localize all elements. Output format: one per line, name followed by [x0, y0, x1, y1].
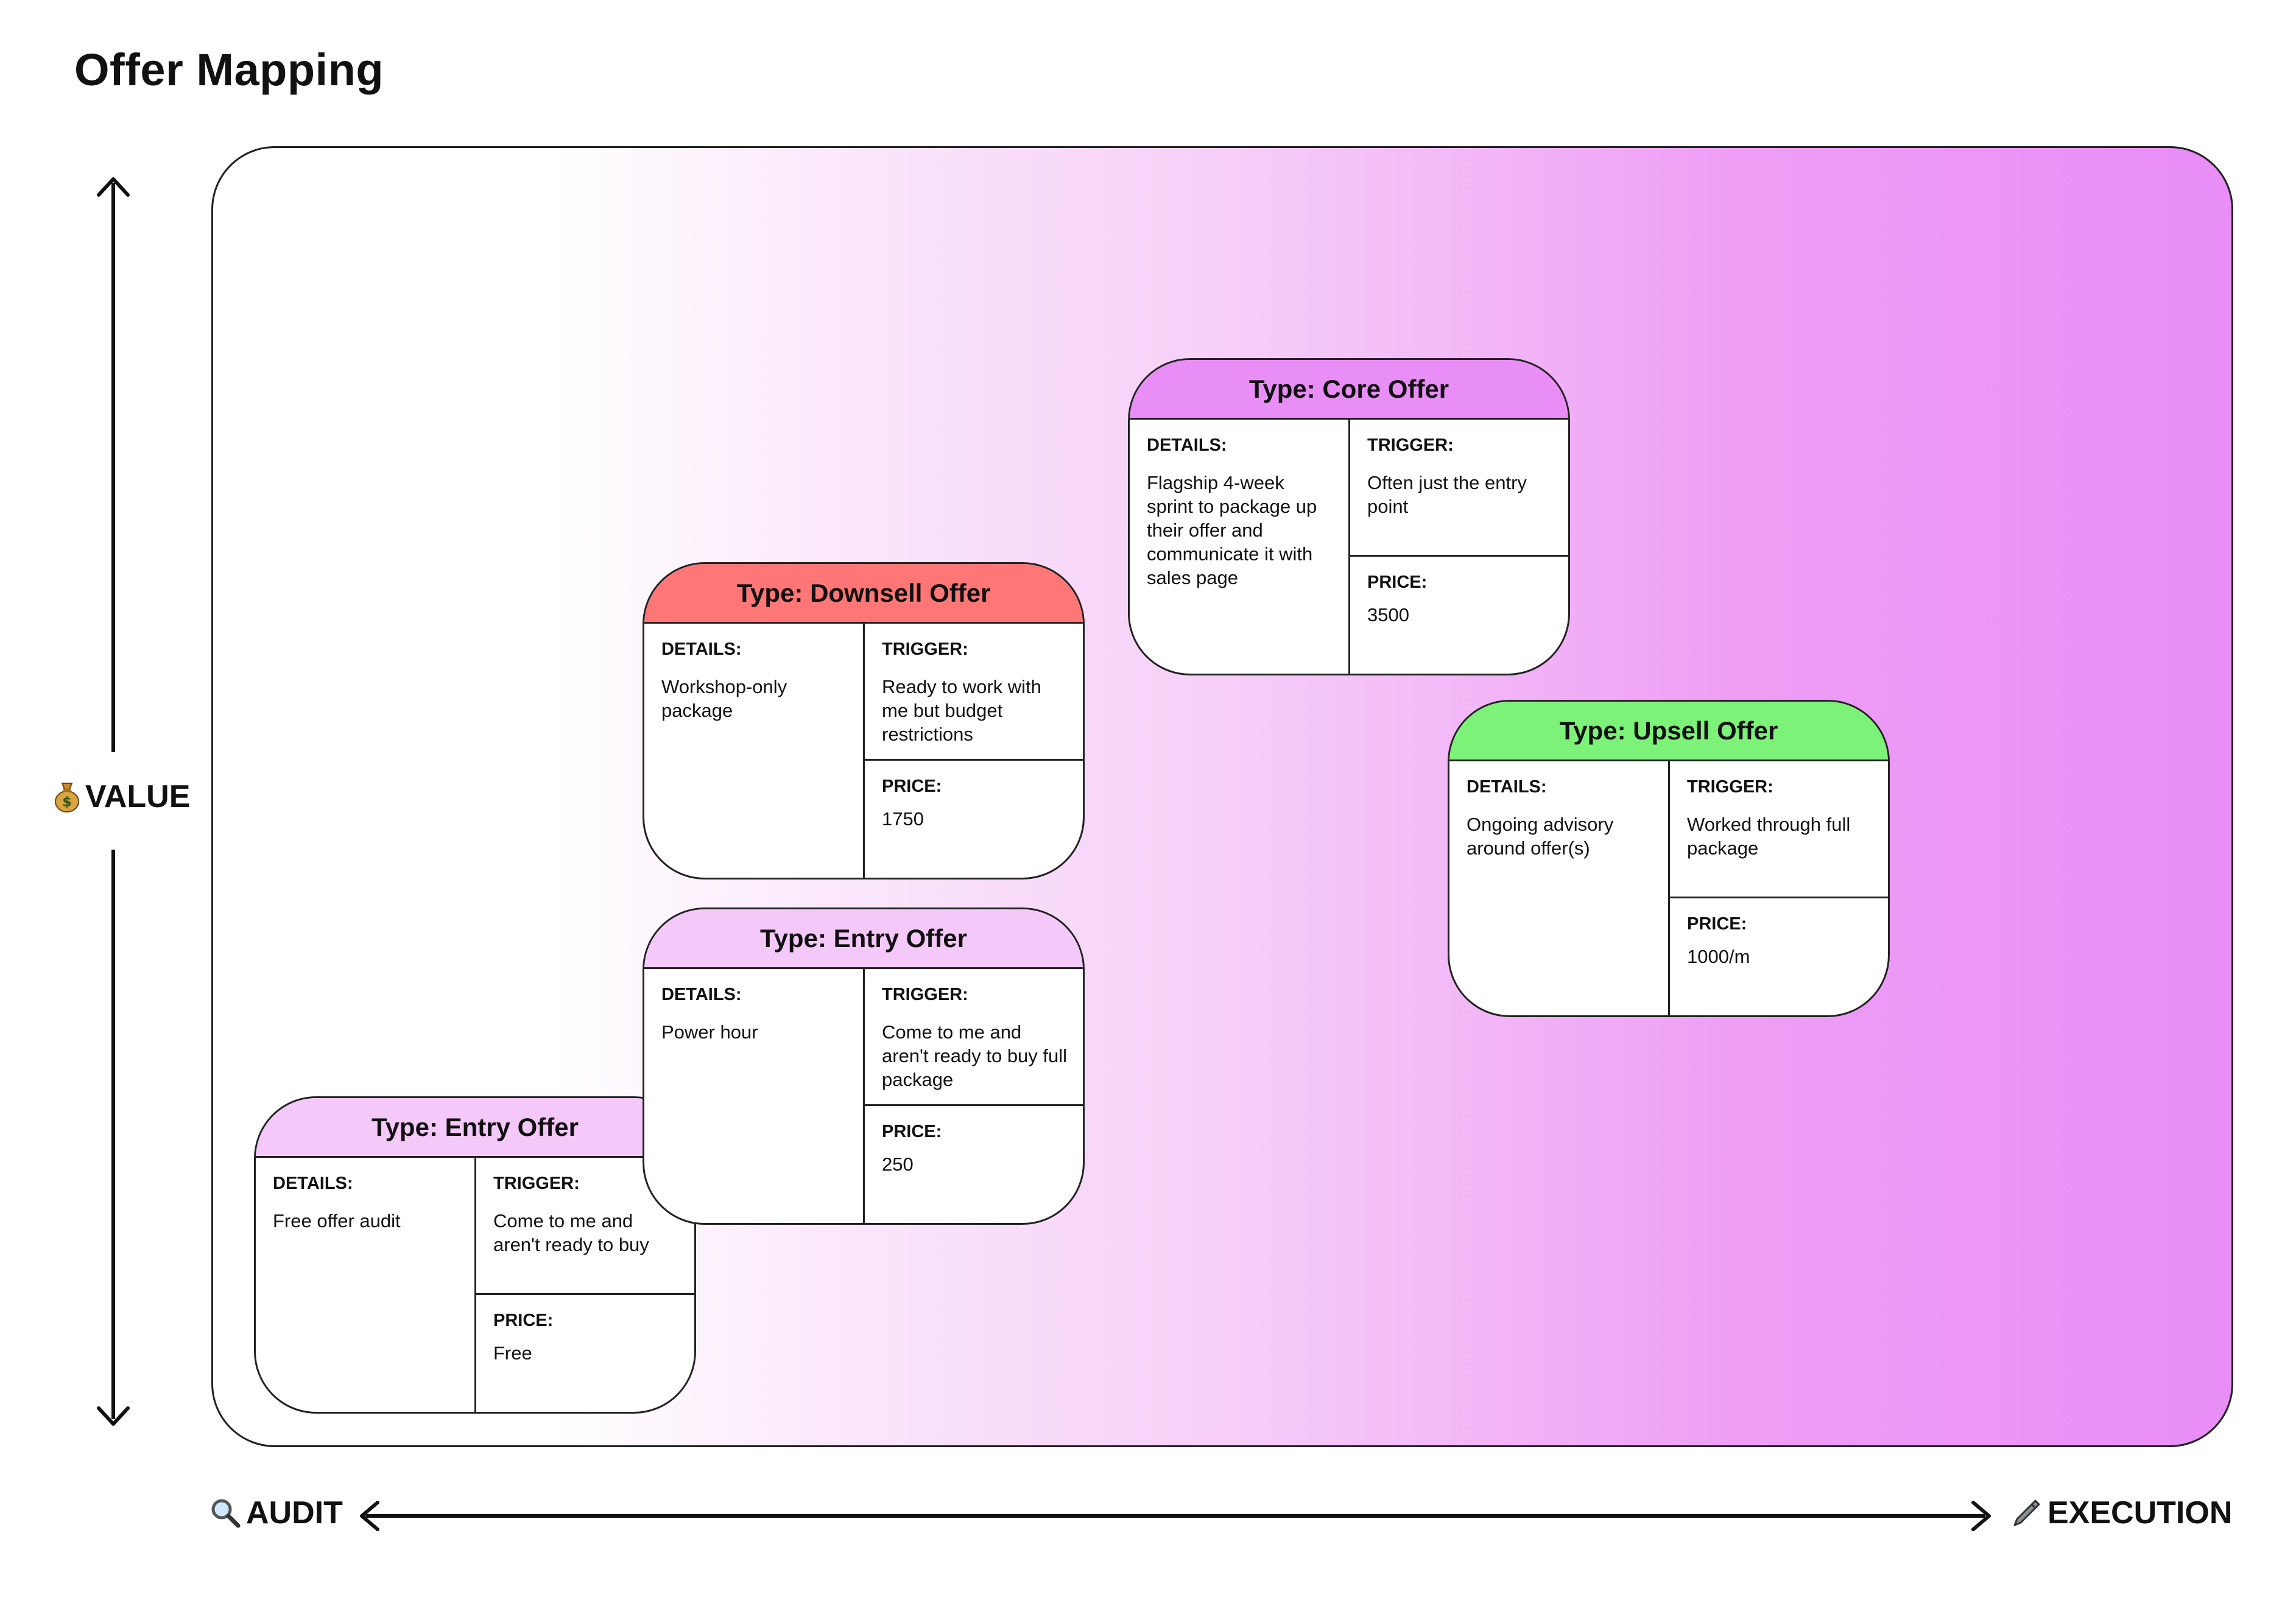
card-title: Type: Entry Offer	[760, 923, 967, 953]
offer-card-downsell[interactable]: Type: Downsell Offer DETAILS: Workshop-o…	[643, 562, 1085, 879]
details-label: DETAILS:	[1147, 435, 1227, 455]
magnifier-icon	[211, 1499, 241, 1528]
offer-card-entry-power-hour[interactable]: Type: Entry Offer DETAILS: Power hour TR…	[643, 907, 1085, 1225]
card-header: Type: Core Offer	[1130, 360, 1568, 420]
money-bag-icon: $	[55, 783, 79, 812]
price-cell: PRICE: Free	[476, 1295, 694, 1412]
details-label: DETAILS:	[661, 985, 742, 1004]
page-title: Offer Mapping	[74, 44, 384, 95]
audit-axis-text: AUDIT	[246, 1495, 343, 1531]
details-cell: DETAILS: Flagship 4-week sprint to packa…	[1130, 420, 1350, 674]
trigger-text: Worked through full package	[1687, 814, 1851, 859]
trigger-label: TRIGGER:	[1367, 435, 1454, 455]
card-header: Type: Entry Offer	[644, 909, 1083, 969]
axis-arrow-right-icon	[1971, 1501, 1991, 1531]
card-title: Type: Entry Offer	[372, 1112, 579, 1141]
offer-card-upsell[interactable]: Type: Upsell Offer DETAILS: Ongoing advi…	[1448, 700, 1890, 1017]
trigger-cell: TRIGGER: Ready to work with me but budge…	[865, 624, 1083, 761]
details-text: Ongoing advisory around offer(s)	[1467, 814, 1614, 859]
value-axis-arrow-up-icon	[97, 177, 130, 197]
price-value: 3500	[1367, 604, 1409, 626]
details-label: DETAILS:	[273, 1174, 353, 1193]
value-axis-line-top	[111, 183, 115, 752]
card-title: Type: Upsell Offer	[1559, 716, 1778, 745]
execution-axis-label: EXECUTION	[2011, 1495, 2232, 1531]
trigger-label: TRIGGER:	[493, 1174, 580, 1193]
details-label: DETAILS:	[661, 640, 742, 659]
trigger-label: TRIGGER:	[882, 985, 968, 1004]
audit-axis-label: AUDIT	[210, 1495, 343, 1531]
details-cell: DETAILS: Ongoing advisory around offer(s…	[1449, 761, 1670, 1015]
price-value: 250	[882, 1154, 914, 1175]
trigger-label: TRIGGER:	[1687, 777, 1773, 797]
value-axis-label: $ VALUE	[54, 778, 190, 815]
price-value: 1750	[882, 808, 924, 830]
value-axis-line-bottom	[111, 850, 115, 1419]
execution-axis-text: EXECUTION	[2048, 1495, 2233, 1531]
card-header: Type: Entry Offer	[256, 1098, 694, 1158]
trigger-cell: TRIGGER: Often just the entry point	[1350, 420, 1568, 557]
trigger-text: Ready to work with me but budget restric…	[882, 676, 1041, 745]
trigger-cell: TRIGGER: Come to me and aren't ready to …	[865, 969, 1083, 1106]
price-label: PRICE:	[1367, 573, 1428, 592]
pen-icon	[2013, 1500, 2040, 1526]
audit-execution-axis-line	[365, 1514, 1985, 1518]
details-text: Workshop-only package	[661, 676, 787, 721]
price-label: PRICE:	[1687, 914, 1747, 934]
details-text: Flagship 4-week sprint to package up the…	[1147, 472, 1317, 588]
value-axis-arrow-down-icon	[97, 1406, 130, 1426]
card-title: Type: Downsell Offer	[736, 578, 991, 607]
card-title: Type: Core Offer	[1248, 374, 1449, 403]
offer-card-core[interactable]: Type: Core Offer DETAILS: Flagship 4-wee…	[1128, 358, 1570, 675]
price-label: PRICE:	[493, 1311, 554, 1330]
price-cell: PRICE: 1000/m	[1670, 898, 1888, 1015]
card-header: Type: Downsell Offer	[644, 564, 1083, 624]
trigger-label: TRIGGER:	[882, 640, 968, 659]
axis-arrow-left-icon	[360, 1501, 379, 1531]
details-cell: DETAILS: Free offer audit	[256, 1158, 476, 1412]
offer-card-entry-audit[interactable]: Type: Entry Offer DETAILS: Free offer au…	[254, 1096, 696, 1414]
details-cell: DETAILS: Power hour	[644, 969, 865, 1223]
price-value: 1000/m	[1687, 946, 1750, 967]
svg-text:$: $	[62, 795, 71, 810]
value-axis-text: VALUE	[85, 779, 191, 814]
details-text: Power hour	[661, 1021, 758, 1043]
price-cell: PRICE: 3500	[1350, 557, 1568, 674]
trigger-cell: TRIGGER: Worked through full package	[1670, 761, 1888, 898]
trigger-text: Come to me and aren't ready to buy	[493, 1210, 649, 1255]
trigger-text: Often just the entry point	[1367, 472, 1527, 517]
price-value: Free	[493, 1342, 532, 1364]
trigger-cell: TRIGGER: Come to me and aren't ready to …	[476, 1158, 694, 1295]
details-cell: DETAILS: Workshop-only package	[644, 624, 865, 878]
price-label: PRICE:	[882, 1122, 942, 1141]
trigger-text: Come to me and aren't ready to buy full …	[882, 1021, 1068, 1090]
details-text: Free offer audit	[273, 1210, 401, 1232]
price-cell: PRICE: 1750	[865, 761, 1083, 878]
price-label: PRICE:	[882, 777, 942, 796]
offer-map-board: Type: Entry Offer DETAILS: Free offer au…	[211, 146, 2233, 1447]
card-header: Type: Upsell Offer	[1449, 702, 1888, 761]
details-label: DETAILS:	[1467, 777, 1547, 797]
price-cell: PRICE: 250	[865, 1106, 1083, 1223]
